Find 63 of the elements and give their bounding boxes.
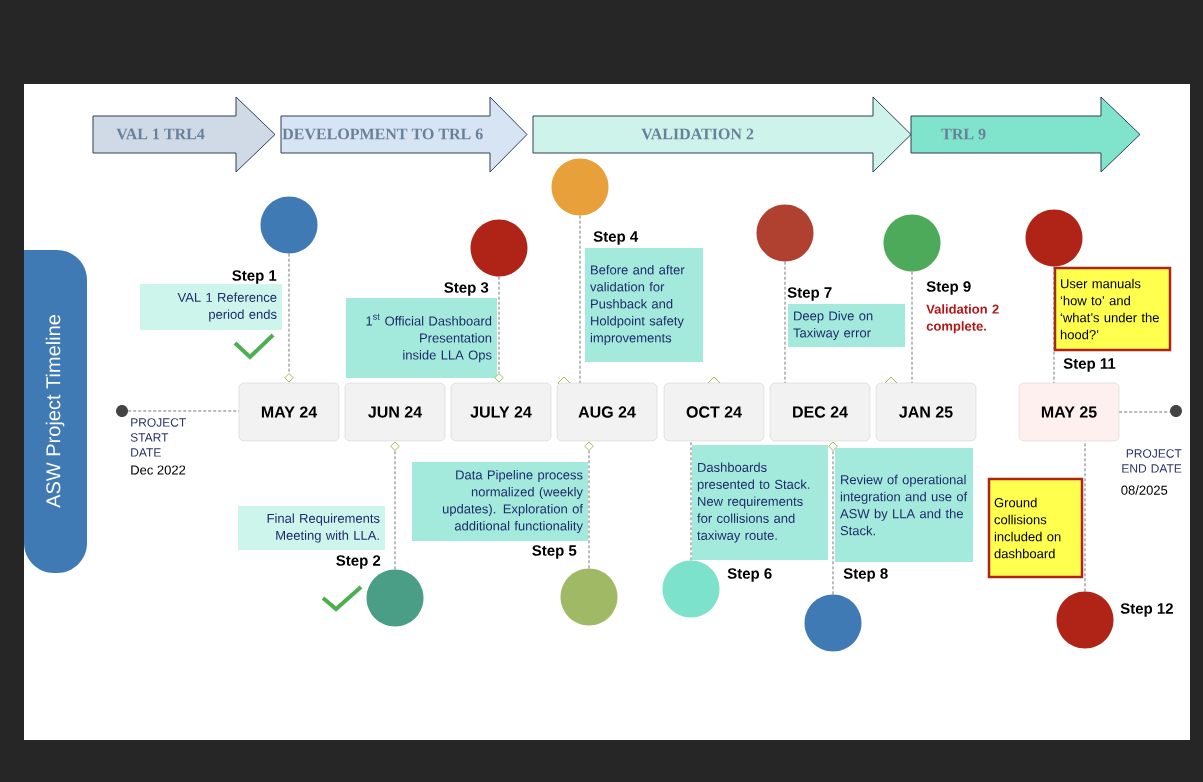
month-box: OCT 24: [663, 382, 765, 442]
month-box: JULY 24: [450, 382, 552, 442]
step-circle: [756, 204, 814, 262]
status-note: Validation 2 complete.: [926, 304, 999, 334]
date-caption: PROJECT END DATE: [1122, 449, 1182, 473]
step-label: Step 12: [1120, 603, 1173, 617]
phase-banner: TRL 9: [910, 96, 1141, 173]
connector-line: [579, 215, 581, 384]
step-label: Step 8: [843, 568, 888, 582]
date-label: Dec 2022: [131, 465, 186, 475]
description-box: Deep Dive on Taxiway error: [788, 304, 905, 347]
connector-line: [1118, 411, 1171, 413]
phase-banner: VALIDATION 2: [532, 96, 912, 173]
step-circle: [260, 196, 318, 254]
step-label: Step 9: [926, 281, 971, 295]
month-box: DEC 24: [769, 382, 871, 442]
step-circle: [560, 568, 618, 626]
note-box: Ground collisions included on dashboard: [987, 477, 1084, 579]
description-box: Before and after validation for Pushback and Holdpoint safety improvements: [585, 248, 703, 362]
step-label: Step 7: [787, 287, 832, 301]
step-label: Step 1: [232, 270, 277, 284]
connector-line: [390, 441, 400, 570]
step-circle: [366, 569, 424, 627]
description-box: VAL 1 Reference period ends: [140, 284, 282, 330]
description-box: Final Requirements Meeting with LLA.: [238, 506, 385, 550]
connector-line: [828, 441, 838, 595]
date-label: 08/2025: [1121, 485, 1168, 495]
month-box: AUG 24: [556, 382, 658, 442]
step-label: Step 3: [444, 282, 489, 296]
connector-line: [784, 261, 786, 384]
connector-line: [1053, 266, 1055, 384]
month-box: JUN 24: [344, 382, 446, 442]
step-label: Step 5: [532, 545, 577, 559]
step-circle: [1025, 209, 1083, 267]
description-box: $\text{1}^{\text{st}}\ \text{Official}\allowbreak\ \text{Dashboard}\allowbreak\ \text{Presentation}\allowbreak\ \text{inside}\allowbreak\ \text{LLA}\allowbreak\ \text{Ops}$: [346, 298, 497, 378]
step-circle: [883, 214, 941, 272]
step-label: Step 2: [336, 555, 381, 569]
connector-line: [127, 410, 240, 412]
step-circle: [804, 594, 862, 652]
connector-line: [494, 276, 504, 383]
month-box: JAN 25: [875, 382, 977, 442]
connector-line: [584, 441, 594, 569]
step-circle: [1056, 591, 1114, 649]
date-caption: PROJECT START DATE: [130, 418, 186, 457]
description-box: Dashboards presented to Stack. New requirements for collisions and taxiway route.: [692, 445, 828, 560]
side-band: ASW Project Timeline: [24, 250, 87, 573]
connector-line: [690, 440, 692, 561]
connector-line: [1084, 440, 1086, 592]
month-box: MAY 24: [238, 382, 340, 442]
phase-banner: DEVELOPMENT TO TRL 6: [280, 96, 528, 173]
month-box: MAY 25: [1018, 382, 1120, 442]
step-circle: [662, 560, 720, 618]
step-label: Step 6: [727, 568, 772, 582]
connector-line: [284, 253, 294, 383]
step-label: Step 11: [1063, 358, 1116, 372]
connector-line: [911, 271, 913, 384]
phase-banner: VAL 1 TRL4: [92, 96, 276, 173]
note-box: User manuals ‘how to’ and ‘what’s under the hood?’: [1053, 266, 1172, 352]
description-box: Review of operational integration and use of ASW by LLA and the Stack.: [835, 448, 973, 562]
step-circle: [551, 158, 609, 216]
description-box: Data Pipeline process normalized (weekly updates). Exploration of additional functionality: [412, 462, 588, 541]
step-circle: [470, 219, 528, 277]
step-label: Step 4: [593, 231, 639, 245]
